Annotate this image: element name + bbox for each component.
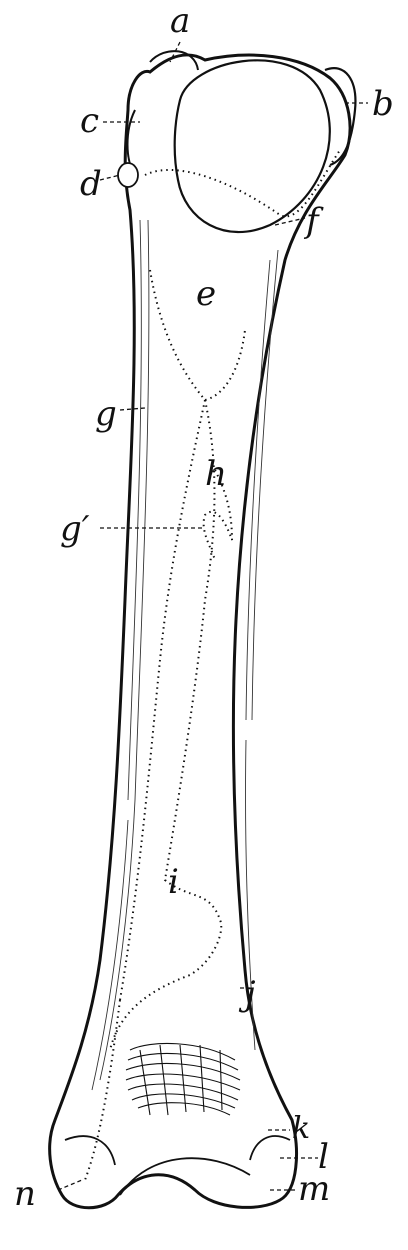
label-g-prime: g′: [60, 509, 90, 549]
label-c: c: [80, 101, 99, 141]
label-f: f: [303, 201, 324, 241]
label-a: a: [170, 1, 190, 41]
small-tubercle-d: [118, 163, 138, 187]
label-e: e: [196, 274, 216, 314]
bone-outline: [50, 55, 350, 1208]
label-i: i: [168, 862, 179, 902]
label-m: m: [298, 1169, 330, 1209]
label-d: d: [80, 164, 102, 204]
label-k: k: [292, 1111, 310, 1146]
label-g: g: [95, 394, 117, 434]
label-b: b: [372, 84, 394, 124]
label-h: h: [205, 454, 227, 494]
label-n: n: [14, 1174, 36, 1214]
